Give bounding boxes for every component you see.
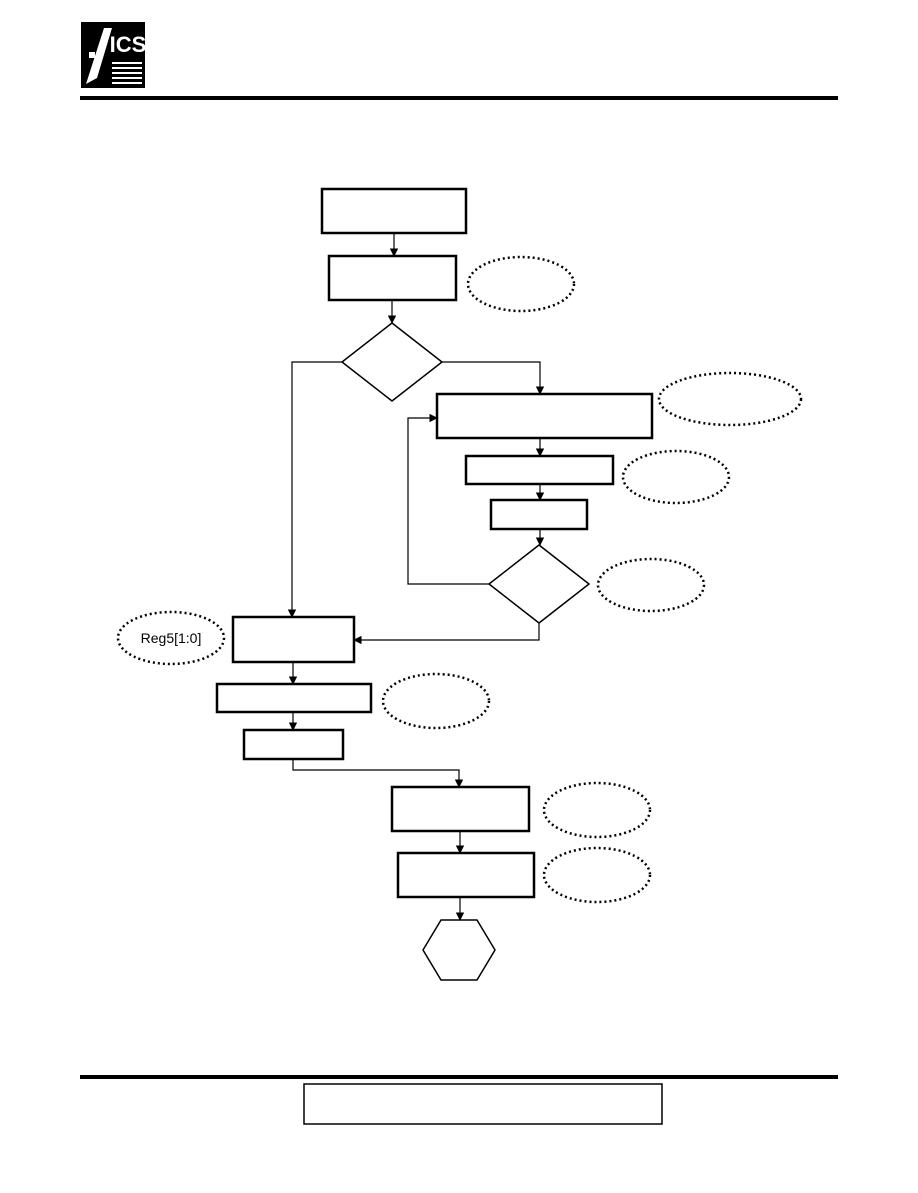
footer-rule — [80, 1075, 838, 1079]
note-oval-6 — [542, 781, 652, 839]
ics-logo: ICS — [81, 22, 146, 88]
decision-diamond-1 — [340, 322, 444, 402]
logo-text: ICS — [110, 32, 147, 57]
note-oval-2 — [657, 371, 803, 427]
process-box-start — [320, 187, 468, 235]
note-oval-7 — [542, 846, 652, 904]
note-oval-3 — [621, 449, 731, 505]
end-terminator-hexagon — [422, 919, 496, 981]
header-rule — [80, 96, 838, 100]
process-box-8 — [390, 785, 531, 833]
process-box-loop-top — [435, 392, 654, 440]
process-box-loop-bottom — [489, 498, 589, 531]
connector-decision-no — [287, 361, 342, 618]
connector-loop-back — [407, 413, 489, 585]
logo-stripes — [112, 62, 142, 84]
connector-decision2-to-reg5 — [353, 623, 540, 645]
footer-box — [303, 1083, 663, 1125]
connector-decision-yes — [442, 361, 545, 395]
logo-swoosh — [86, 28, 112, 84]
note-oval-1 — [466, 255, 576, 313]
note-oval-4 — [596, 557, 706, 613]
note-oval-reg5 — [116, 610, 226, 666]
reg5-note-label: Reg5[1:0] — [141, 630, 202, 646]
process-box-loop-middle — [464, 454, 615, 486]
process-box-reg5 — [231, 615, 356, 664]
logo-dot — [89, 52, 95, 58]
connector-7-to-8 — [292, 759, 464, 788]
decision-diamond-2 — [487, 544, 591, 624]
process-box-2 — [327, 254, 458, 302]
process-box-7 — [242, 728, 345, 761]
process-box-9 — [396, 851, 536, 899]
process-box-6 — [215, 682, 373, 714]
note-oval-5 — [381, 672, 491, 730]
